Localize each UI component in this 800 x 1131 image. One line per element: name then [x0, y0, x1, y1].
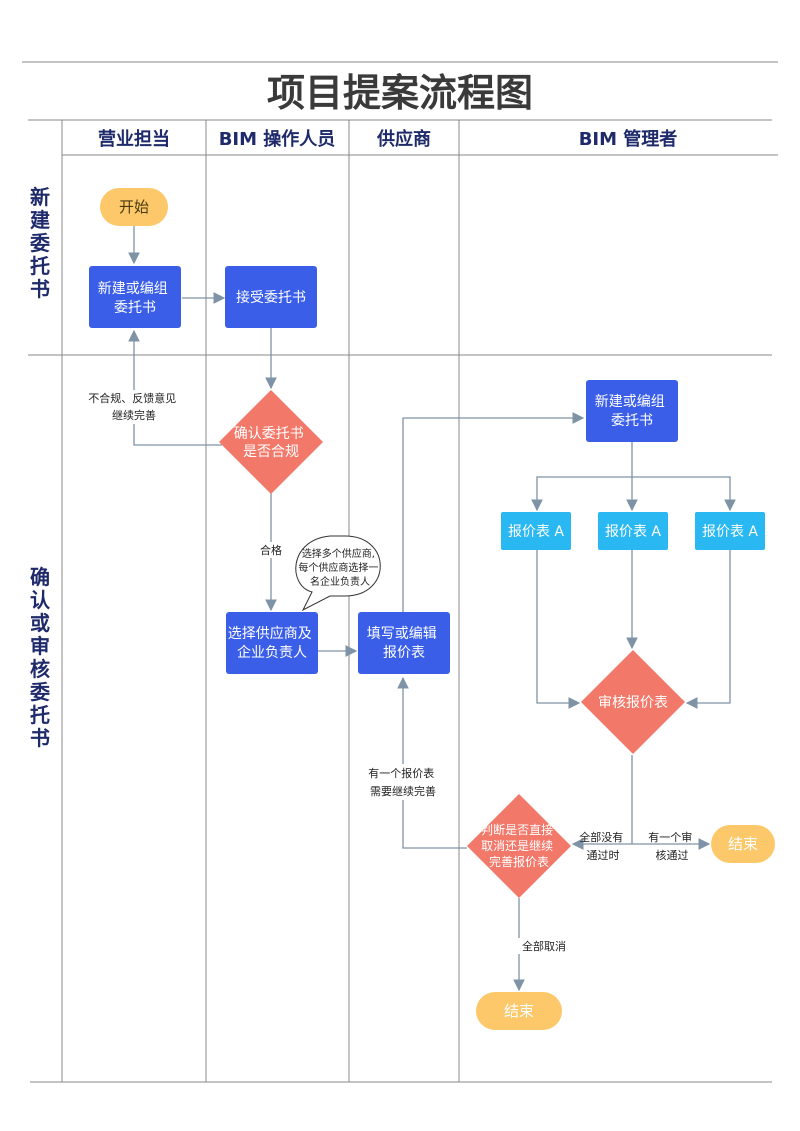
row-header-char: 委	[29, 680, 50, 704]
svg-text:结束: 结束	[504, 1002, 534, 1020]
svg-text:新建或编组 委托书: 新建或编组 委托书	[595, 394, 669, 429]
svg-text:判断是否直接 取消还是继续 完善报价: 判断是否直接 取消还是继续 完善报价表	[481, 822, 557, 869]
svg-text:报价表 A: 报价表 A	[702, 524, 758, 540]
callout-bubble: 选择多个供应商, 每个供应商选择一 名企业负责人	[295, 535, 381, 612]
svg-text:接受委托书: 接受委托书	[236, 289, 306, 306]
edge-fill-to-manager	[402, 412, 585, 612]
column-header-sales: 营业担当	[98, 128, 170, 150]
edge-label-one-passed: 有一个审 核通过	[648, 830, 696, 862]
edge-label-one-needs-work: 有一个报价表 需要继续完善	[360, 764, 446, 800]
svg-text:新建或编组 委托书: 新建或编组 委托书	[98, 281, 172, 316]
svg-text:有一个审 核通过: 有一个审 核通过	[648, 830, 696, 862]
row-header-char: 核	[30, 657, 50, 681]
column-header-bim-manager: BIM 管理者	[579, 128, 678, 150]
row-header-char: 委	[29, 231, 50, 255]
svg-text:选择多个供应商, 每个供应商选择一: 选择多个供应商, 每个供应商选择一 名企业负责人	[298, 547, 381, 588]
node-decide: 判断是否直接 取消还是继续 完善报价表	[467, 794, 571, 898]
row-header-char: 书	[30, 277, 50, 301]
svg-text:有一个报价表 需要继续完善: 有一个报价表 需要继续完善	[368, 766, 438, 798]
edge-quote3-to-review	[685, 550, 731, 709]
edge-quote1-to-review	[536, 550, 581, 709]
node-end-bottom: 结束	[476, 992, 562, 1030]
row-header-char: 托	[30, 254, 50, 278]
svg-text:审核报价表: 审核报价表	[598, 695, 668, 711]
swimlane-grid	[28, 119, 778, 1083]
svg-text:确认委托书 是否合规: 确认委托书 是否合规	[234, 426, 308, 460]
row-header-char: 认	[30, 588, 51, 612]
svg-text:合格: 合格	[260, 543, 282, 557]
node-fill-quote: 填写或编辑 报价表	[358, 612, 450, 674]
node-end-right: 结束	[711, 825, 775, 863]
column-header-supplier: 供应商	[376, 128, 431, 150]
node-accept-delegation: 接受委托书	[225, 266, 317, 328]
node-quote-a-3: 报价表 A	[695, 512, 765, 550]
edge-label-qualified: 合格	[255, 542, 287, 558]
node-create-delegation: 新建或编组 委托书	[89, 266, 181, 328]
edge-label-all-cancel: 全部取消	[518, 938, 570, 954]
node-quote-a-2: 报价表 A	[598, 512, 668, 550]
row-header-char: 托	[30, 703, 50, 727]
svg-text:全部取消: 全部取消	[522, 939, 566, 953]
edge-label-non-compliant: 不合规、反馈意见 继续完善	[84, 390, 184, 424]
node-check-compliance: 确认委托书 是否合规	[219, 390, 323, 494]
node-quote-a-1: 报价表 A	[501, 512, 571, 550]
svg-text:报价表 A: 报价表 A	[605, 524, 661, 540]
svg-text:全部没有 通过时: 全部没有 通过时	[579, 830, 627, 862]
node-review-quote: 审核报价表	[581, 650, 685, 754]
row-header-char: 审	[30, 634, 50, 658]
page-title: 项目提案流程图	[267, 71, 533, 115]
column-header-bim-operator: BIM 操作人员	[219, 128, 336, 150]
svg-text:报价表 A: 报价表 A	[508, 524, 564, 540]
row-header-char: 建	[30, 208, 50, 232]
node-start: 开始	[100, 188, 168, 226]
node-select-supplier: 选择供应商及 企业负责人	[226, 612, 318, 674]
svg-text:填写或编辑 报价表: 填写或编辑 报价表	[367, 626, 441, 661]
row-header-char: 新	[30, 185, 50, 209]
node-manager-create: 新建或编组 委托书	[586, 380, 678, 442]
row-header-char: 或	[30, 611, 50, 635]
row-header-char: 书	[30, 726, 50, 750]
edge-label-none-passed: 全部没有 通过时	[579, 830, 627, 862]
row-header-char: 确	[30, 565, 50, 589]
edge-check-reject-to-create	[128, 329, 222, 446]
edge-decide-to-fill	[397, 676, 467, 849]
edges	[128, 226, 736, 992]
edge-manager-split-sides	[536, 476, 731, 510]
svg-text:选择供应商及 企业负责人: 选择供应商及 企业负责人	[228, 625, 316, 661]
svg-text:结束: 结束	[728, 835, 758, 853]
svg-text:开始: 开始	[119, 198, 149, 216]
svg-text:不合规、反馈意见 继续完善: 不合规、反馈意见 继续完善	[88, 391, 180, 422]
